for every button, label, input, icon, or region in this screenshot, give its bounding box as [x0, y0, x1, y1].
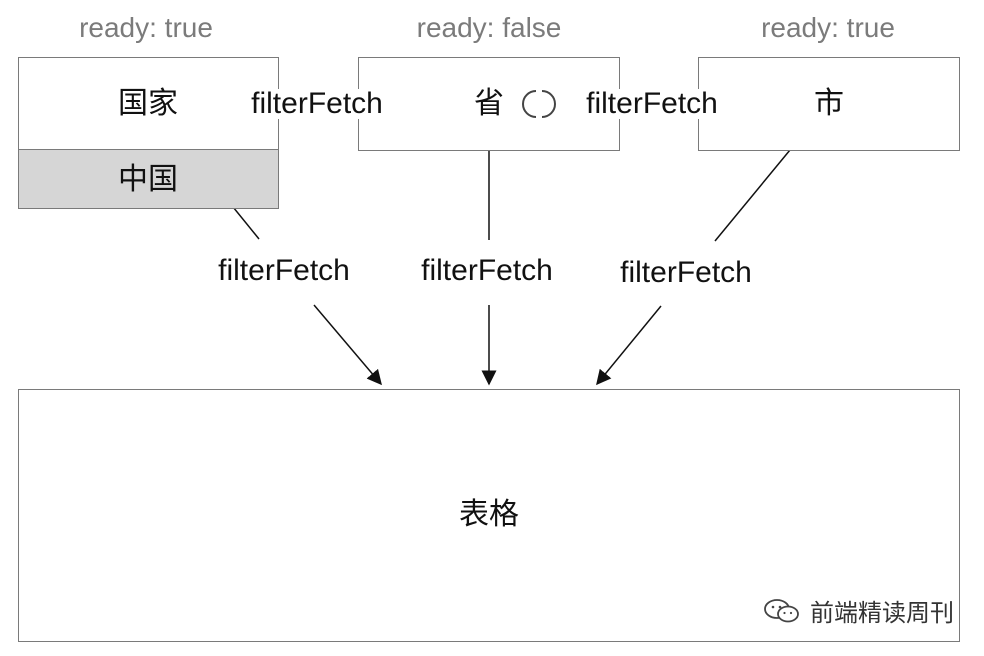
wechat-icon: [764, 598, 799, 622]
country-filter-label: 国家: [118, 87, 178, 120]
edge-line-city-upper: [714, 149, 791, 242]
country-ready-status: ready: true: [79, 12, 213, 43]
watermark-text: 前端精读周刊: [810, 600, 954, 627]
city-ready-status: ready: true: [761, 12, 895, 43]
city-filter-box[interactable]: [698, 57, 960, 151]
edge-arrow-city-to-table: [596, 305, 662, 386]
edge-arrow-country-to-table: [313, 304, 382, 386]
edge-label-province-to-city: filterFetch: [575, 89, 729, 119]
wechat-watermark: 前端精读周刊: [762, 593, 954, 628]
table-label: 表格: [459, 498, 519, 531]
country-selected-value: 中国: [118, 163, 178, 196]
city-filter-label: 市: [814, 87, 844, 120]
table-box[interactable]: [18, 389, 960, 642]
edge-label-country-to-table: filterFetch: [218, 254, 350, 287]
province-filter-label: 省: [474, 87, 504, 120]
country-filter-box[interactable]: [18, 57, 279, 151]
loading-spinner-icon: [522, 90, 556, 118]
edge-label-city-to-table: filterFetch: [620, 256, 752, 289]
province-ready-status: ready: false: [416, 12, 562, 43]
edge-label-province-to-table: filterFetch: [421, 254, 553, 287]
edge-label-country-to-province: filterFetch: [240, 89, 394, 119]
country-selected-value-chip[interactable]: [18, 149, 279, 209]
